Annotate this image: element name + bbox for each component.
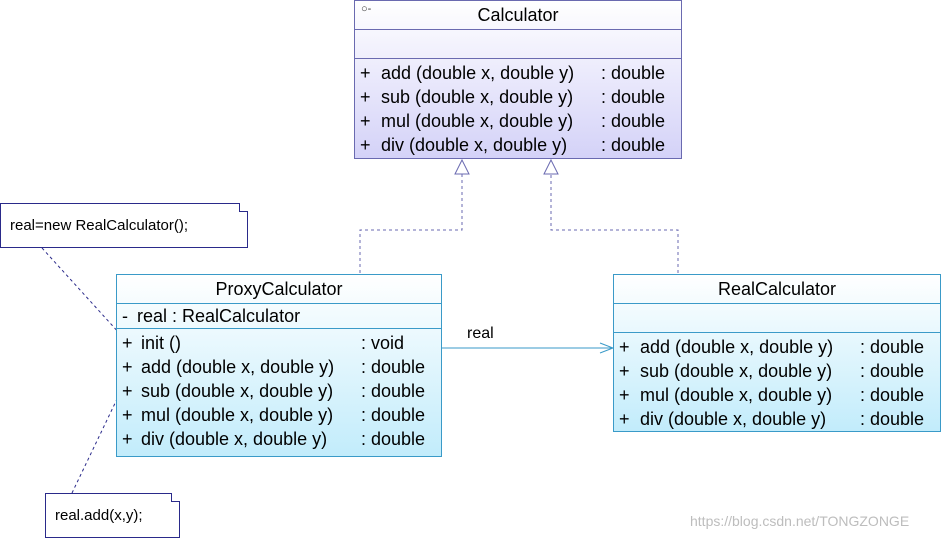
method-row: + sub (double x, double y) : double <box>355 85 681 109</box>
realization-real-arrowhead <box>543 158 559 175</box>
method-visibility: + <box>122 381 133 401</box>
note-anchor-init <box>41 247 131 346</box>
method-return: : double <box>860 361 925 381</box>
method-visibility: + <box>122 357 133 377</box>
real-methods: + add (double x, double y) : double + su… <box>614 332 940 431</box>
method-row: + mul (double x, double y) : double <box>614 383 940 407</box>
method-signature: add (double x, double y) <box>381 63 575 83</box>
proxy-header: ProxyCalculator <box>117 275 441 303</box>
association-label: real <box>467 325 494 342</box>
watermark: https://blog.csdn.net/TONGZONGE <box>690 513 910 529</box>
method-visibility: + <box>122 405 133 425</box>
note-fold-icon <box>171 493 180 502</box>
proxy-attributes: - real : RealCalculator <box>117 303 441 328</box>
method-visibility: + <box>360 63 371 83</box>
method-signature: mul (double x, double y) <box>640 385 833 405</box>
attribute-visibility: - <box>122 306 128 326</box>
method-return: : double <box>860 337 925 357</box>
realization-proxy-arrowhead <box>454 158 470 175</box>
method-signature: add (double x, double y) <box>640 337 834 357</box>
note-init[interactable]: real=new RealCalculator(); <box>0 203 248 248</box>
method-signature: mul (double x, double y) <box>381 111 574 131</box>
method-return: : double <box>601 135 666 155</box>
method-visibility: + <box>619 361 630 381</box>
calculator-attributes <box>355 29 681 58</box>
calculator-name: Calculator <box>477 5 559 25</box>
method-signature: init () <box>141 333 181 353</box>
method-return: : double <box>601 87 666 107</box>
method-visibility: + <box>122 333 133 353</box>
proxy-methods: + init () : void + add (double x, double… <box>117 328 441 451</box>
proxy-name: ProxyCalculator <box>215 279 343 299</box>
method-row: + init () : void <box>117 331 441 355</box>
real-header: RealCalculator <box>614 275 940 303</box>
method-visibility: + <box>122 429 133 449</box>
attribute-row: - real : RealCalculator <box>117 304 441 328</box>
real-name: RealCalculator <box>717 279 837 299</box>
method-row: + mul (double x, double y) : double <box>355 109 681 133</box>
method-return: : double <box>601 63 666 83</box>
calculator-methods: + add (double x, double y) : double + su… <box>355 58 681 157</box>
method-return: : double <box>860 409 925 429</box>
method-visibility: + <box>360 111 371 131</box>
method-visibility: + <box>619 337 630 357</box>
method-row: + add (double x, double y) : double <box>355 61 681 85</box>
calculator-header: ○‑ Calculator <box>355 1 681 29</box>
method-signature: mul (double x, double y) <box>141 405 334 425</box>
interface-icon: ○‑ <box>361 3 372 15</box>
method-return: : double <box>361 381 426 401</box>
method-signature: add (double x, double y) <box>141 357 335 377</box>
note-anchor-add <box>71 371 131 494</box>
method-return: : double <box>860 385 925 405</box>
method-row: + add (double x, double y) : double <box>117 355 441 379</box>
calculator-class[interactable]: ○‑ Calculator + add (double x, double y)… <box>354 0 682 159</box>
realization-real-line <box>550 173 679 273</box>
method-row: + sub (double x, double y) : double <box>614 359 940 383</box>
real-calculator-class[interactable]: RealCalculator + add (double x, double y… <box>613 274 941 432</box>
attribute-text: real : RealCalculator <box>137 306 301 326</box>
method-signature: sub (double x, double y) <box>381 87 574 107</box>
method-signature: div (double x, double y) <box>381 135 568 155</box>
method-row: + div (double x, double y) : double <box>117 427 441 451</box>
method-signature: sub (double x, double y) <box>141 381 334 401</box>
method-return: : double <box>361 357 426 377</box>
method-row: + div (double x, double y) : double <box>614 407 940 431</box>
method-row: + div (double x, double y) : double <box>355 133 681 157</box>
note-fold-icon <box>239 203 248 212</box>
proxy-calculator-class[interactable]: ProxyCalculator - real : RealCalculator … <box>116 274 442 457</box>
method-return: : double <box>361 429 426 449</box>
method-signature: sub (double x, double y) <box>640 361 833 381</box>
method-visibility: + <box>360 87 371 107</box>
method-row: + add (double x, double y) : double <box>614 335 940 359</box>
method-row: + sub (double x, double y) : double <box>117 379 441 403</box>
method-visibility: + <box>619 385 630 405</box>
method-visibility: + <box>360 135 371 155</box>
method-return: : double <box>601 111 666 131</box>
note-init-text: real=new RealCalculator(); <box>10 217 188 234</box>
method-return: : void <box>361 333 405 353</box>
note-add-text: real.add(x,y); <box>55 507 143 524</box>
method-signature: div (double x, double y) <box>141 429 328 449</box>
note-add[interactable]: real.add(x,y); <box>45 493 180 538</box>
method-visibility: + <box>619 409 630 429</box>
real-attributes <box>614 303 940 332</box>
realization-proxy-line <box>359 173 463 273</box>
method-signature: div (double x, double y) <box>640 409 827 429</box>
method-return: : double <box>361 405 426 425</box>
method-row: + mul (double x, double y) : double <box>117 403 441 427</box>
